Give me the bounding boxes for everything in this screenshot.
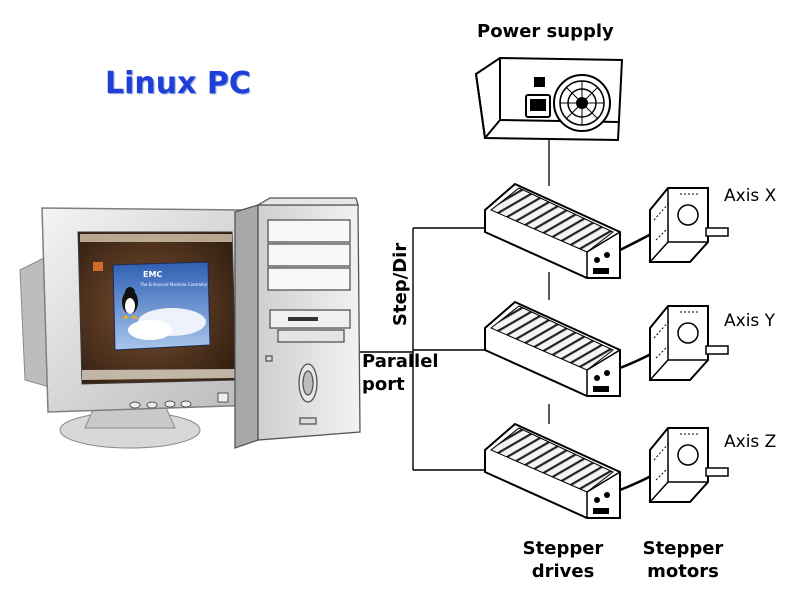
monitor-buttons <box>129 392 229 409</box>
stepper-drives-label-line1: Stepper <box>522 538 604 559</box>
pc-tower <box>234 197 361 449</box>
stepper-motor-x <box>649 187 729 263</box>
stepper-motors-label-line2: motors <box>647 561 719 582</box>
axis-y-label: Axis Y <box>724 311 776 331</box>
parallel-port-label-line2: port <box>362 374 405 395</box>
stepper-motor-y <box>649 305 729 381</box>
stepper-drives-label-line2: drives <box>531 561 595 582</box>
screen-app-title: EMC <box>143 270 163 279</box>
axis-x-label: Axis X <box>724 186 777 206</box>
diagram-title: Linux PC <box>105 66 251 101</box>
power-supply-unit <box>474 56 624 142</box>
axis-z-label: Axis Z <box>724 432 777 452</box>
desktop-icon <box>93 262 103 271</box>
crt-monitor <box>19 207 259 449</box>
stepper-motors-label-line1: Stepper <box>642 538 724 559</box>
stepper-motor-z <box>649 427 729 503</box>
tux-icon <box>122 287 138 319</box>
parallel-port-label-line1: Parallel <box>362 351 439 372</box>
stepper-drive-z <box>484 422 621 519</box>
stepper-drive-x <box>484 182 621 279</box>
stepper-drive-y <box>484 300 621 397</box>
power-supply-label: Power supply <box>477 21 614 42</box>
step-dir-label: Step/Dir <box>390 242 411 326</box>
signal-wires <box>358 227 505 471</box>
screen-app-subtitle: The Enhanced Machine Controller <box>140 282 208 287</box>
